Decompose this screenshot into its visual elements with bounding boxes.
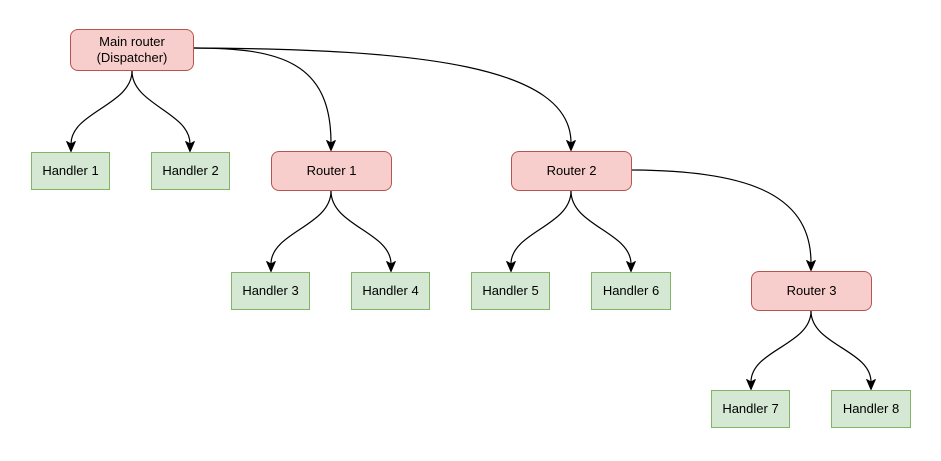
node-handler-2-label: Handler 2 xyxy=(162,163,219,178)
node-handler-4[interactable]: Handler 4 xyxy=(351,272,430,310)
node-handler-6[interactable]: Handler 6 xyxy=(591,272,671,310)
node-handler-7[interactable]: Handler 7 xyxy=(711,390,790,428)
node-handler-7-label: Handler 7 xyxy=(722,401,779,416)
edge-main-router-to-handler-2 xyxy=(131,70,195,152)
node-router-1[interactable]: Router 1 xyxy=(271,151,392,191)
node-handler-5[interactable]: Handler 5 xyxy=(471,272,550,310)
node-handler-6-label: Handler 6 xyxy=(602,283,660,298)
edge-main-router-to-router-1 xyxy=(193,47,336,151)
node-main-router[interactable]: Main router (Dispatcher) xyxy=(70,29,194,71)
edge-main-router-to-router-2 xyxy=(193,47,576,151)
node-handler-8[interactable]: Handler 8 xyxy=(831,390,911,428)
node-handler-3[interactable]: Handler 3 xyxy=(231,272,310,310)
node-router-2-label: Router 2 xyxy=(546,163,597,178)
node-handler-2[interactable]: Handler 2 xyxy=(151,152,230,190)
node-router-1-label: Router 1 xyxy=(306,163,357,178)
edge-router-1-to-handler-4 xyxy=(330,190,396,272)
node-handler-1[interactable]: Handler 1 xyxy=(31,152,110,190)
node-router-3[interactable]: Router 3 xyxy=(751,271,872,311)
edge-router-3-to-handler-8 xyxy=(810,310,876,390)
edge-main-router-to-handler-1 xyxy=(66,70,133,152)
edge-router-2-to-router-3 xyxy=(631,169,816,271)
node-router-2[interactable]: Router 2 xyxy=(511,151,632,191)
edge-router-2-to-handler-6 xyxy=(570,190,636,272)
node-router-3-label: Router 3 xyxy=(786,283,837,298)
node-handler-3-label: Handler 3 xyxy=(242,283,299,298)
node-handler-1-label: Handler 1 xyxy=(42,163,99,178)
edge-router-1-to-handler-3 xyxy=(266,190,332,272)
edge-router-2-to-handler-5 xyxy=(506,190,572,272)
edge-router-3-to-handler-7 xyxy=(746,310,812,390)
node-handler-4-label: Handler 4 xyxy=(362,283,419,298)
node-handler-8-label: Handler 8 xyxy=(842,401,900,416)
node-main-router-label: Main router (Dispatcher) xyxy=(96,34,168,65)
node-handler-5-label: Handler 5 xyxy=(482,283,539,298)
